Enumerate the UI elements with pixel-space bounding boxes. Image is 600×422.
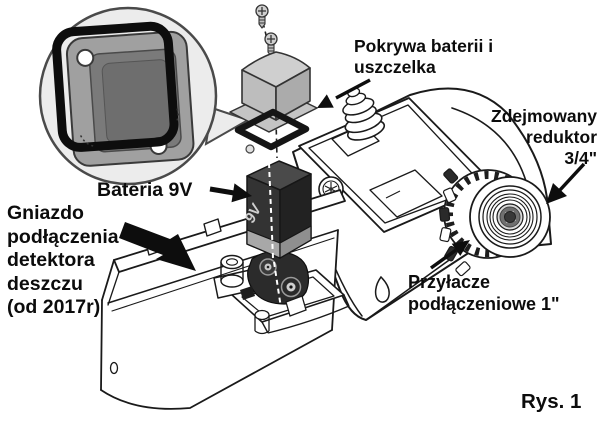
arrow-to-battery [209,183,252,203]
label-rain-sensor-line3: detektora [7,249,95,271]
label-battery-text: Bateria 9V [97,179,193,201]
label-battery-cover: Pokrywa baterii i uszczelka [354,36,493,78]
assembly-axis-dashed-white [273,261,282,309]
figure-caption-text: Rys. 1 [521,390,582,413]
label-battery-cover-line2: uszczelka [354,57,436,77]
assembly-axis-dashed-white [268,162,274,259]
label-reducer-line2: reduktor [526,127,597,147]
pointer-arrows [119,78,586,271]
arrow-to-rain-sensor-socket [119,222,196,271]
gasket-ring [52,21,179,152]
label-reducer: Zdejmowany reduktor 3/4" [491,106,597,169]
cover-screws [255,4,278,57]
reducer-face [469,176,551,258]
gasket-edge [234,108,310,151]
label-connector-line2: podłączeniowe 1" [408,294,560,314]
inlet-connector [342,87,386,141]
arrow-to-connector [429,240,470,270]
body-tab [374,275,390,303]
label-reducer-line1: Zdejmowany [491,106,597,126]
label-rain-sensor-line2: podłączenia [7,225,119,248]
label-battery-cover-line1: Pokrywa baterii i [354,36,494,56]
battery-9v: 9V [242,160,312,259]
label-rain-sensor-socket: Gniazdo podłączenia detektora deszczu (o… [7,202,119,320]
label-battery: Bateria 9V [97,179,192,202]
label-connector-line1: Przyłacze [408,272,491,292]
cover-screw-hole [76,48,95,67]
battery-cover-3d [229,51,318,154]
arrow-to-battery-cover [317,78,371,108]
label-reducer-line3: 3/4" [564,148,597,168]
label-rain-sensor-line4: deszczu [7,272,83,295]
figure-caption: Rys. 1 [521,390,581,414]
label-connector: Przyłacze podłączeniowe 1" [408,271,560,315]
label-rain-sensor-line5: (od 2017r) [7,296,101,318]
assembly-axis-dashed [260,13,278,159]
label-rain-sensor-line1: Gniazdo [7,202,84,224]
magnifier-inset [38,6,251,186]
arrow-to-reducer [546,162,586,204]
